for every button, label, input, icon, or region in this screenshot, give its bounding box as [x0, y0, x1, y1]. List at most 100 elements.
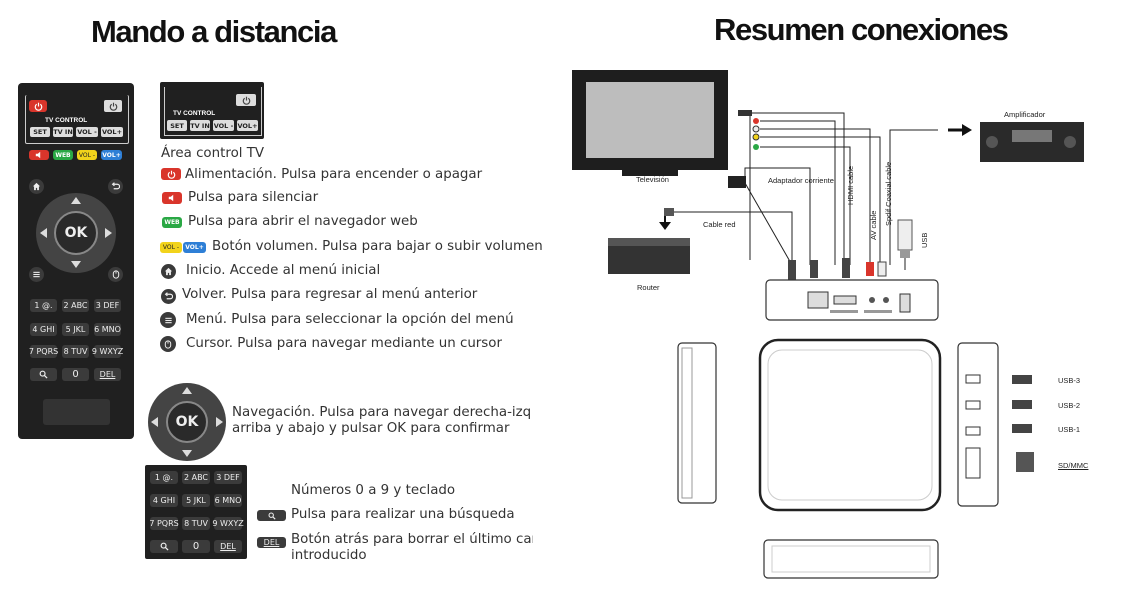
remote-section-title: Mando a distancia — [91, 14, 337, 49]
web-description: Pulsa para abrir el navegador web — [188, 214, 418, 229]
kp-key-1: 1 @. — [150, 471, 178, 484]
router-label: Router — [637, 283, 660, 292]
box-back-view — [765, 279, 939, 321]
home-button[interactable] — [29, 179, 44, 194]
vol-minus-icon: VOL - — [160, 242, 182, 253]
set-button[interactable]: SET — [30, 127, 50, 137]
kp-key-4: 4 GHI — [150, 494, 178, 507]
cursor-button[interactable] — [108, 267, 123, 282]
av-cable-label: AV cable — [869, 210, 878, 240]
dpad-left-arrow-icon[interactable] — [40, 228, 47, 238]
key-6[interactable]: 6 MNO — [94, 323, 121, 336]
kp-del-button: DEL — [214, 540, 242, 553]
home-icon — [32, 182, 41, 191]
mouse-icon — [112, 270, 119, 279]
kp-key-9: 9 WXYZ — [212, 517, 244, 530]
key-4[interactable]: 4 GHI — [30, 323, 57, 336]
usb2-label: USB-2 — [1058, 401, 1081, 410]
power-button[interactable] — [29, 100, 47, 112]
menu-icon — [33, 271, 40, 278]
spdif-cable-label: Spdif Coaxial cable — [884, 161, 893, 226]
vol-minus-color-button[interactable]: VOL - — [77, 150, 97, 160]
usb1-label: USB-1 — [1058, 425, 1081, 434]
mouse-icon — [160, 336, 176, 352]
vol-minus-detail-button[interactable]: VOL - — [213, 120, 234, 131]
kp-key-8: 8 TUV — [182, 517, 210, 530]
tv-control-box — [25, 95, 129, 144]
connections-section-title: Resumen conexiones — [714, 12, 1009, 47]
del-description-line1: Botón atrás para borrar el último caráct… — [291, 532, 533, 547]
nav-down-arrow-icon — [182, 450, 192, 457]
tv-power-detail-button[interactable] — [236, 94, 256, 106]
key-9[interactable]: 9 WXYZ — [91, 345, 124, 358]
vol-plus-icon: VOL+ — [183, 242, 206, 253]
nav-left-arrow-icon — [151, 417, 158, 427]
tv-power-button[interactable] — [104, 100, 122, 112]
search-icon — [39, 370, 48, 379]
key-5[interactable]: 5 JKL — [62, 323, 89, 336]
ok-button[interactable]: OK — [54, 211, 98, 255]
sdmmc-label: SD/MMC — [1058, 461, 1089, 470]
power-description: Alimentación. Pulsa para encender o apag… — [185, 167, 483, 182]
usb-label: USB — [920, 232, 929, 248]
search-button[interactable] — [30, 368, 57, 381]
power-icon — [34, 102, 42, 111]
key-1[interactable]: 1 @. — [30, 299, 57, 312]
power-adapter-label: Adaptador corriente — [768, 176, 834, 185]
television-illustration — [572, 70, 728, 176]
kp-key-5: 5 JKL — [182, 494, 210, 507]
nav-ok-icon: OK — [166, 401, 208, 443]
television-label: Televisión — [636, 175, 669, 184]
menu-description: Menú. Pulsa para seleccionar la opción d… — [186, 312, 514, 327]
key-3[interactable]: 3 DEF — [94, 299, 121, 312]
del-button[interactable]: DEL — [94, 368, 121, 381]
network-cable-label: Cable red — [703, 220, 736, 229]
search-description: Pulsa para realizar una búsqueda — [291, 507, 515, 522]
key-8[interactable]: 8 TUV — [62, 345, 89, 358]
volume-description: Botón volumen. Pulsa para bajar o subir … — [212, 239, 543, 254]
back-button[interactable] — [108, 179, 123, 194]
ir-window — [43, 399, 110, 425]
power-icon — [109, 102, 117, 111]
dpad-up-arrow-icon[interactable] — [71, 197, 81, 204]
nav-up-arrow-icon — [182, 387, 192, 394]
back-description: Volver. Pulsa para regresar al menú ante… — [182, 287, 478, 302]
numbers-description: Números 0 a 9 y teclado — [291, 483, 456, 498]
web-button[interactable]: WEB — [53, 150, 73, 160]
kp-key-6: 6 MNO — [214, 494, 242, 507]
home-description: Inicio. Accede al menú inicial — [186, 263, 381, 278]
hdmi-cable-label: HDMI cable — [846, 165, 855, 205]
power-icon — [161, 168, 181, 180]
mute-icon — [162, 192, 182, 204]
key-2[interactable]: 2 ABC — [62, 299, 89, 312]
kp-key-0: 0 — [182, 540, 210, 553]
mute-button[interactable] — [29, 150, 49, 160]
set-detail-button[interactable]: SET — [167, 120, 187, 131]
menu-button[interactable] — [29, 267, 44, 282]
navigation-description-line1: Navegación. Pulsa para navegar derecha-i… — [232, 405, 532, 420]
kp-key-2: 2 ABC — [182, 471, 210, 484]
dpad-right-arrow-icon[interactable] — [105, 228, 112, 238]
tv-in-detail-button[interactable]: TV IN — [190, 120, 210, 131]
tv-in-button[interactable]: TV IN — [53, 127, 73, 137]
del-icon: DEL — [257, 537, 286, 548]
keypad-detail: 1 @. 2 ABC 3 DEF 4 GHI 5 JKL 6 MNO 7 PQR… — [145, 465, 247, 559]
mute-icon — [35, 151, 41, 159]
back-icon — [161, 289, 176, 304]
tv-control-label: TV CONTROL — [45, 117, 88, 124]
key-7[interactable]: 7 PQRS — [28, 345, 59, 358]
navigation-description-line2: arriba y abajo y pulsar OK para confirma… — [232, 421, 510, 436]
box-top-view — [758, 338, 942, 512]
del-description-line2: introducido — [291, 548, 367, 563]
vol-plus-color-button[interactable]: VOL+ — [101, 150, 122, 160]
web-icon: WEB — [162, 217, 182, 228]
back-icon — [111, 182, 120, 190]
vol-plus-detail-button[interactable]: VOL+ — [237, 120, 258, 131]
dpad-down-arrow-icon[interactable] — [71, 261, 81, 268]
search-icon — [160, 542, 169, 551]
tv-control-detail: TV CONTROL SET TV IN VOL - VOL+ — [160, 82, 264, 139]
vol-minus-button[interactable]: VOL - — [76, 127, 98, 137]
home-icon — [161, 264, 176, 279]
key-0[interactable]: 0 — [62, 368, 89, 381]
vol-plus-button[interactable]: VOL+ — [101, 127, 123, 137]
